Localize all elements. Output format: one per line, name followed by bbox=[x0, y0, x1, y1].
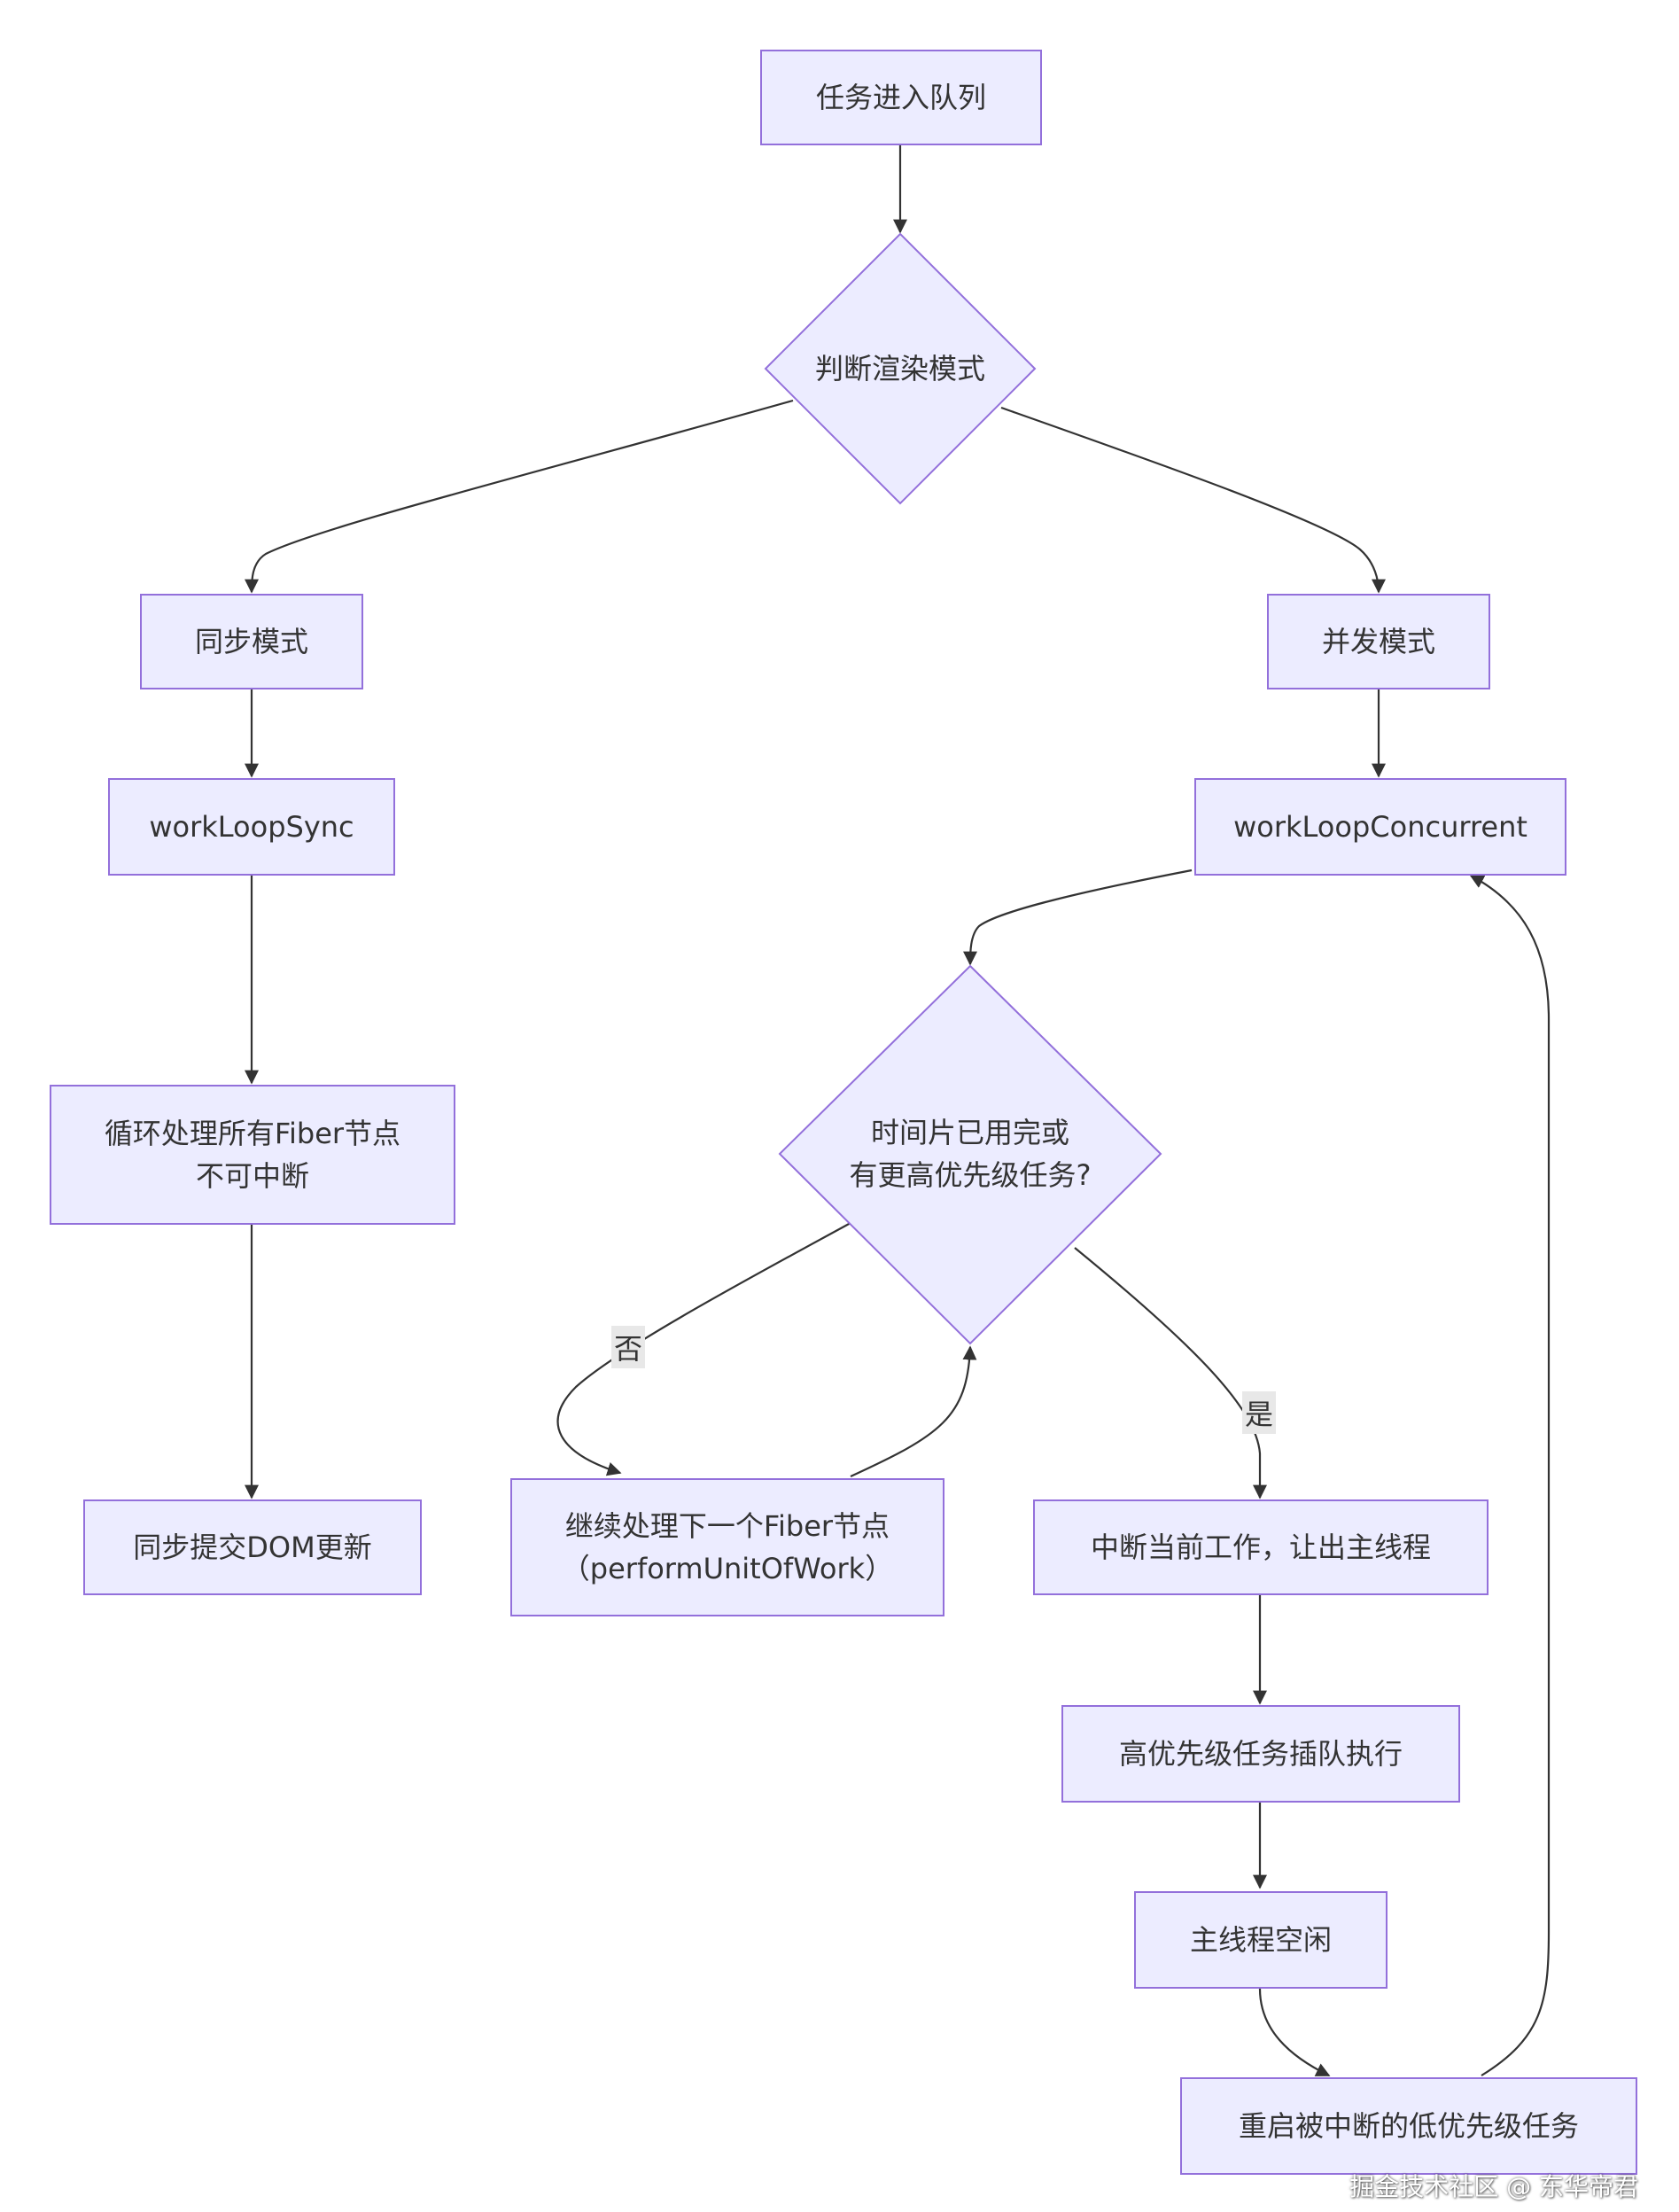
node-main-idle-text: 主线程空闲 bbox=[1189, 1923, 1332, 1957]
node-work-loop-sync: workLoopSync bbox=[108, 778, 395, 876]
node-judge-mode-text: 判断渲染模式 bbox=[814, 352, 985, 386]
node-continue-next: 继续处理下一个Fiber节点 （performUnitOfWork） bbox=[510, 1478, 944, 1616]
edge-judge-to-concurrent bbox=[1000, 406, 1386, 594]
edge-continue-to-check bbox=[850, 1345, 977, 1477]
node-continue-next-line2: （performUnitOfWork） bbox=[561, 1552, 894, 1585]
edge-idle-to-restart bbox=[1258, 1988, 1331, 2076]
node-interrupt: 中断当前工作，让出主线程 bbox=[1033, 1499, 1489, 1595]
node-work-loop-concurrent: workLoopConcurrent bbox=[1194, 778, 1566, 876]
node-high-priority: 高优先级任务插队执行 bbox=[1061, 1705, 1460, 1803]
edge-label-no: 否 bbox=[611, 1326, 645, 1368]
node-work-loop-concurrent-text: workLoopConcurrent bbox=[1233, 810, 1527, 844]
node-time-slice-line1: 时间片已用完或 bbox=[870, 1116, 1069, 1149]
node-process-all: 循环处理所有Fiber节点 不可中断 bbox=[50, 1085, 455, 1225]
node-sync-commit-text: 同步提交DOM更新 bbox=[133, 1530, 372, 1564]
node-main-idle: 主线程空闲 bbox=[1134, 1891, 1388, 1989]
edge-label-yes-text: 是 bbox=[1245, 1398, 1274, 1431]
node-process-all-line2: 不可中断 bbox=[195, 1159, 309, 1193]
node-sync-mode-text: 同步模式 bbox=[194, 625, 308, 658]
edge-restart-to-workloopconcurrent bbox=[1469, 875, 1551, 2076]
edge-check-to-interrupt-yes bbox=[1074, 1247, 1267, 1499]
node-concurrent-mode-text: 并发模式 bbox=[1321, 625, 1435, 658]
time-slice-diamond bbox=[778, 964, 1162, 1345]
node-concurrent-mode: 并发模式 bbox=[1267, 594, 1490, 689]
node-judge-mode: 判断渲染模式 bbox=[767, 337, 1033, 401]
edge-judge-to-sync bbox=[245, 399, 794, 594]
node-time-slice-check: 时间片已用完或 有更高优先级任务? bbox=[806, 1108, 1134, 1200]
node-process-all-line1: 循环处理所有Fiber节点 bbox=[104, 1117, 401, 1150]
watermark: 掘金技术社区 @ 东华帝君 bbox=[1349, 2172, 1638, 2201]
edge-workloopconcurrent-to-check bbox=[963, 868, 1193, 966]
node-enqueue-text: 任务进入队列 bbox=[815, 81, 986, 114]
judge-mode-diamond bbox=[764, 232, 1037, 505]
edge-label-yes: 是 bbox=[1242, 1391, 1276, 1434]
node-restart-text: 重启被中断的低优先级任务 bbox=[1238, 2109, 1579, 2143]
node-restart: 重启被中断的低优先级任务 bbox=[1180, 2077, 1637, 2175]
node-sync-mode: 同步模式 bbox=[140, 594, 363, 689]
node-time-slice-line2: 有更高优先级任务? bbox=[849, 1158, 1092, 1192]
node-sync-commit: 同步提交DOM更新 bbox=[83, 1499, 422, 1595]
node-enqueue: 任务进入队列 bbox=[760, 50, 1042, 145]
node-high-priority-text: 高优先级任务插队执行 bbox=[1118, 1737, 1403, 1771]
node-interrupt-text: 中断当前工作，让出主线程 bbox=[1090, 1530, 1431, 1564]
node-continue-next-line1: 继续处理下一个Fiber节点 bbox=[564, 1509, 890, 1543]
edge-check-to-continue-no bbox=[556, 1222, 851, 1476]
edge-label-no-text: 否 bbox=[614, 1332, 643, 1366]
node-work-loop-sync-text: workLoopSync bbox=[149, 810, 354, 844]
